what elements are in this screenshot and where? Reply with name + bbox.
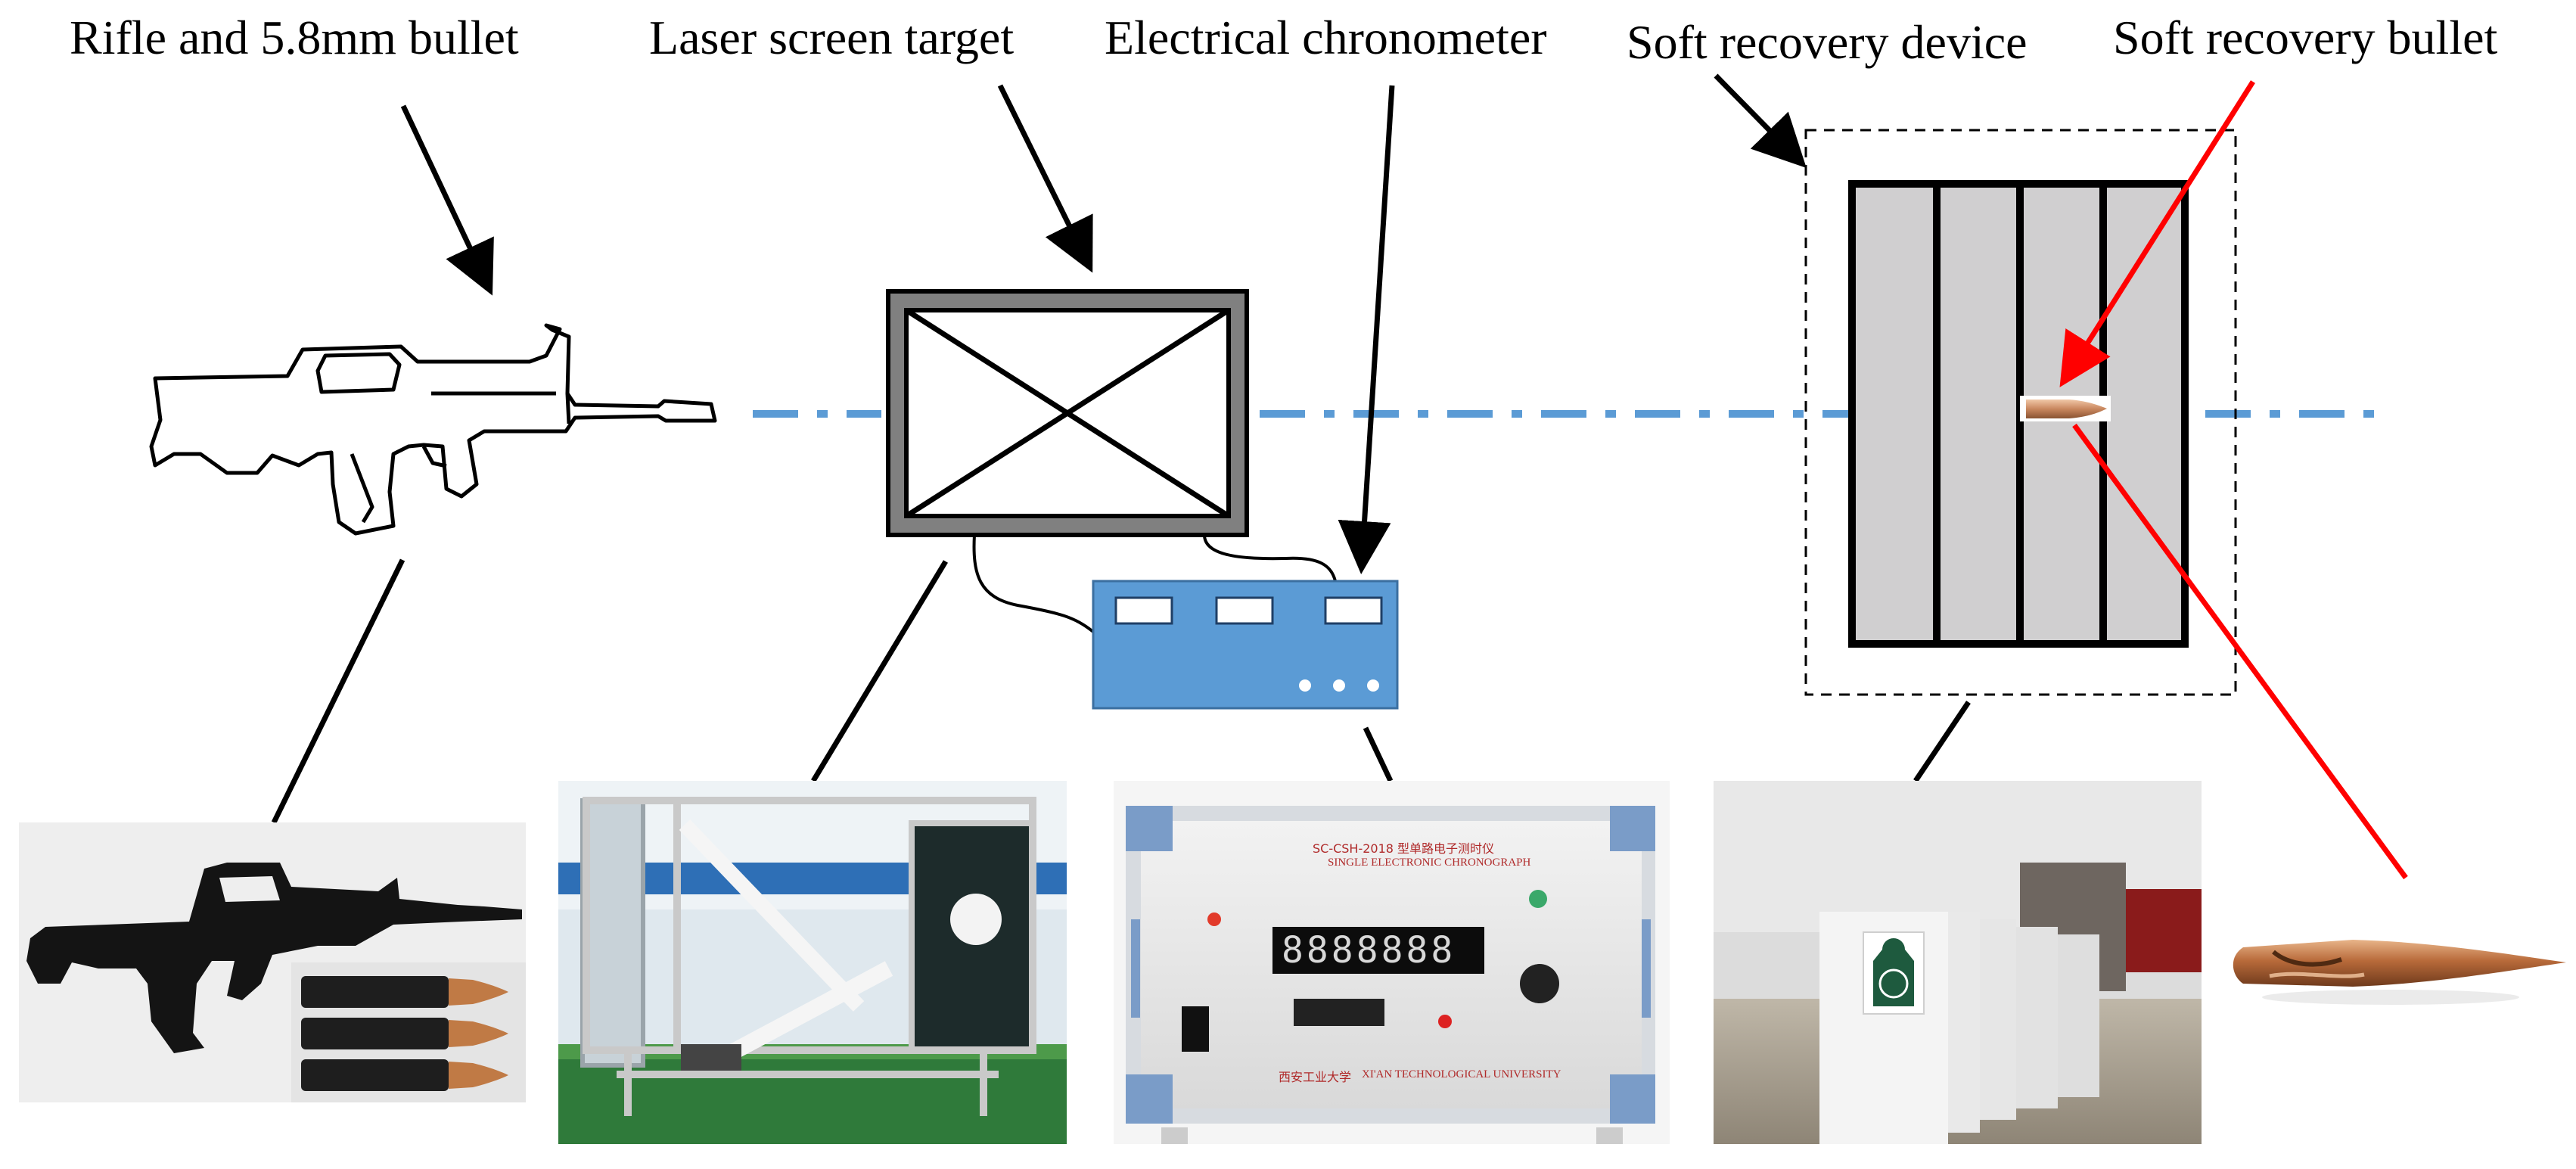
- label-pointers: [400, 73, 2255, 574]
- photo-connectors: [271, 558, 1971, 824]
- label-soft-recovery-device: Soft recovery device: [1627, 15, 2028, 69]
- chronometer-maker-en: XI'AN TECHNOLOGICAL UNIVERSITY: [1362, 1068, 1561, 1080]
- laser-screen-target-icon: [886, 289, 1249, 537]
- chronometer-digits: 8888888: [1282, 929, 1456, 972]
- chronometer-box-icon: [1092, 580, 1399, 710]
- laser-target-photo: [558, 781, 1067, 1144]
- bullet-cartridges: [301, 976, 508, 1091]
- soft-recovery-device-icon: [1804, 129, 2237, 696]
- label-laser-screen-target: Laser screen target: [649, 11, 1015, 64]
- label-rifle: Rifle and 5.8mm bullet: [70, 11, 519, 64]
- chronometer-model-text: SC-CSH-2018 型单路电子测时仪: [1313, 841, 1495, 856]
- rifle-photo: [19, 822, 526, 1102]
- bullet-icon: [2020, 396, 2111, 421]
- label-electrical-chronometer: Electrical chronometer: [1105, 11, 1547, 64]
- rifle-outline-icon: [149, 323, 717, 536]
- recovered-bullet-photo: [2233, 940, 2566, 1005]
- recovery-device-photo: [1714, 781, 2202, 1144]
- chronometer-english-name: SINGLE ELECTRONIC CHRONOGRAPH: [1328, 857, 1531, 869]
- chronometer-photo: [1114, 781, 1670, 1144]
- chronometer-maker-cn: 西安工业大学: [1279, 1070, 1352, 1084]
- label-soft-recovery-bullet: Soft recovery bullet: [2113, 11, 2498, 64]
- bullet-connector-red: [2072, 423, 2408, 880]
- target-cables: [972, 534, 1337, 633]
